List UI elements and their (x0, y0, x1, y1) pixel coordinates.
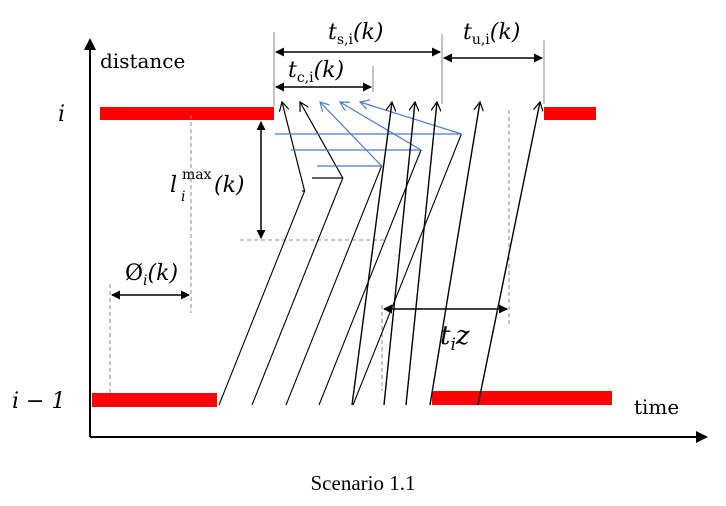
trajectory-queued-1 (218, 190, 306, 406)
trajectory-discharge-3 (317, 102, 384, 167)
trajectory-free-2 (383, 102, 415, 406)
red-phase-lower-left (92, 393, 217, 407)
red-phase-upper-right (544, 107, 596, 120)
label-t-z: tiz (440, 321, 470, 355)
label-phi: Øi(k) (125, 261, 178, 289)
red-phase-upper-left (100, 107, 274, 120)
trajectory-discharge-2 (300, 102, 344, 179)
trajectory-free-4 (429, 102, 480, 406)
trajectory-queued-4 (318, 149, 422, 406)
figure-caption: Scenario 1.1 (311, 471, 416, 495)
trajectory-free-5 (477, 102, 540, 406)
y-axis-label: distance (100, 49, 185, 73)
trajectory-queued-3 (285, 165, 383, 406)
label-t-s: ts,i(k) (328, 20, 383, 48)
trajectory-discharge-5 (275, 102, 462, 135)
x-axis-label: time (634, 395, 679, 419)
trajectory-free-1 (351, 102, 392, 406)
level-lower-label: i − 1 (12, 389, 65, 414)
label-t-c: tc,i(k) (288, 58, 344, 86)
vehicle-trajectories (218, 102, 540, 406)
trajectory-discharge-1 (282, 102, 306, 192)
trajectory-queued-2 (251, 177, 344, 406)
trajectory-free-3 (405, 102, 437, 406)
level-upper-label: i (58, 102, 65, 127)
label-t-u: tu,i(k) (463, 20, 520, 48)
trajectory-discharge-4 (291, 102, 424, 151)
trajectory-queued-5 (352, 133, 462, 406)
red-phase-lower-right (432, 391, 612, 405)
